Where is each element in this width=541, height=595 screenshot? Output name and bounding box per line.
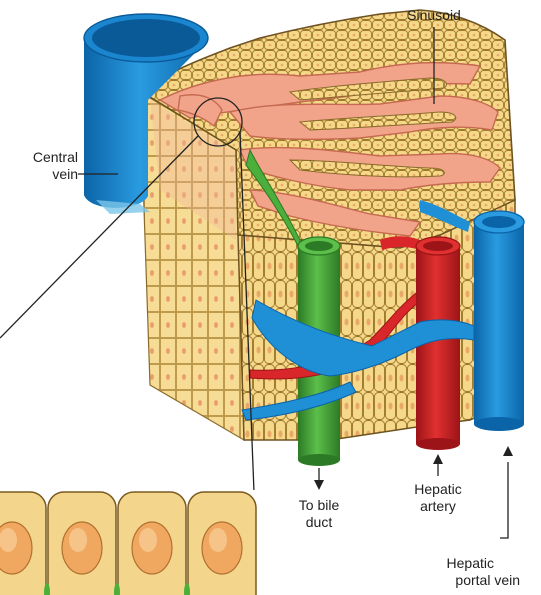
label-bile-duct-line2: duct [283,514,355,531]
label-central-vein: Central vein [8,149,78,183]
label-hepatic-portal-vein-line2: portal vein [422,572,520,589]
label-hepatic-artery-line2: artery [403,498,473,515]
label-bile-duct-line1: To bile [283,497,355,514]
label-hepatic-artery: Hepatic artery [403,481,473,515]
label-hepatic-portal-vein: Hepatic portal vein [422,555,520,589]
label-hepatic-portal-vein-line1: Hepatic [422,555,520,572]
label-central-vein-line1: Central [8,149,78,166]
label-hepatic-artery-line1: Hepatic [403,481,473,498]
label-bile-duct: To bile duct [283,497,355,531]
zoom-inset-cells [0,490,262,595]
label-sinusoid: Sinusoid [396,7,472,24]
label-sinusoid-text: Sinusoid [396,7,472,24]
label-central-vein-line2: vein [8,166,78,183]
